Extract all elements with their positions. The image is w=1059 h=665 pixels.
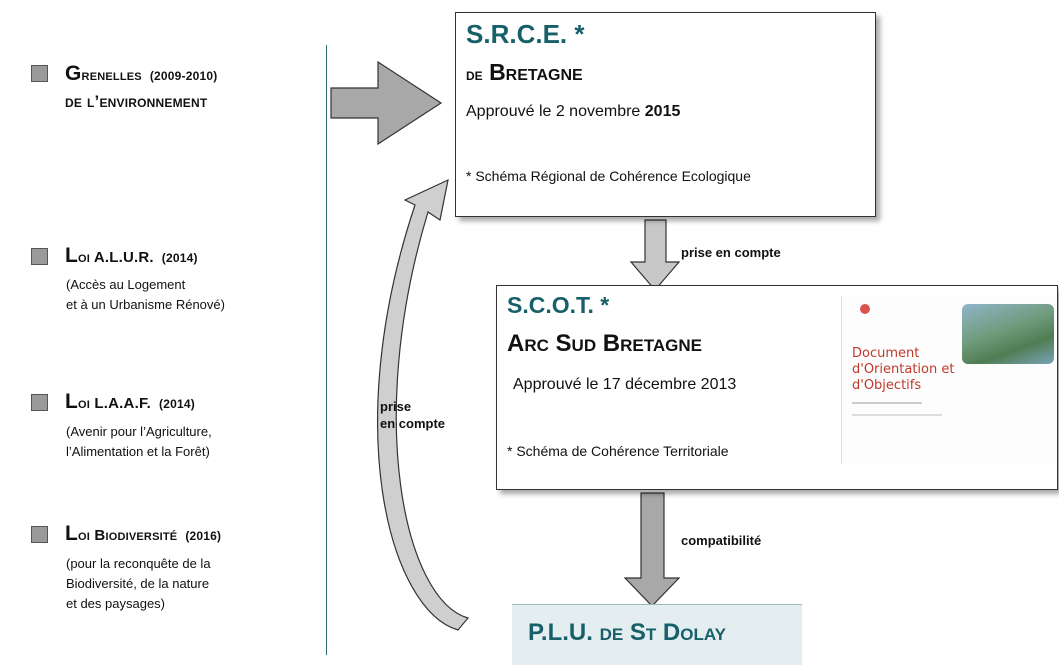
law-grenelles-line2: de l’environnement — [65, 92, 208, 111]
scot-title: S.C.O.T. * — [507, 292, 610, 318]
divider-line — [326, 45, 327, 655]
srce-approved: Approuvé le 2 novembre 2015 — [466, 103, 681, 120]
srce-note: * Schéma Régional de Cohérence Ecologiqu… — [466, 168, 751, 184]
law-biodiversite-title: Loi Biodiversité(2016) — [65, 522, 222, 545]
scot-box: S.C.O.T. * Arc Sud Bretagne Approuvé le … — [496, 285, 1058, 490]
bullet-square — [31, 526, 48, 543]
curved-arrow — [377, 178, 470, 631]
law-laaf-title: Loi L.A.A.F.(2014) — [65, 390, 195, 413]
down-arrow-scot-plu — [623, 492, 681, 607]
srce-title: S.R.C.E. * — [466, 19, 585, 49]
scot-subtitle: Arc Sud Bretagne — [507, 330, 702, 357]
srce-box: S.R.C.E. * de Bretagne Approuvé le 2 nov… — [455, 12, 876, 217]
right-arrow — [330, 60, 443, 146]
label-compatibilite: compatibilité — [681, 533, 762, 548]
law-grenelles-title: Grenelles(2009-2010) — [65, 62, 218, 85]
logo-icon — [860, 304, 870, 314]
plu-title: P.L.U. de St Dolay — [528, 619, 726, 646]
bullet-square — [31, 248, 48, 265]
down-arrow-srce-scot — [629, 219, 681, 291]
label-prise-en-compte-top: prise en compte — [681, 245, 781, 260]
landscape-photo-icon — [962, 304, 1054, 364]
plu-box: P.L.U. de St Dolay — [512, 604, 802, 665]
scot-approved: Approuvé le 17 décembre 2013 — [513, 376, 737, 393]
law-laaf-sub: (Avenir pour l’Agriculture,l’Alimentatio… — [66, 424, 212, 459]
doo-text-line — [852, 414, 942, 416]
doo-text-line — [852, 402, 922, 404]
bullet-square — [31, 65, 48, 82]
bullet-square — [31, 394, 48, 411]
scot-note: * Schéma de Cohérence Territoriale — [507, 443, 729, 459]
law-alur-title: Loi A.L.U.R.(2014) — [65, 244, 198, 267]
srce-subtitle: de Bretagne — [466, 59, 583, 85]
